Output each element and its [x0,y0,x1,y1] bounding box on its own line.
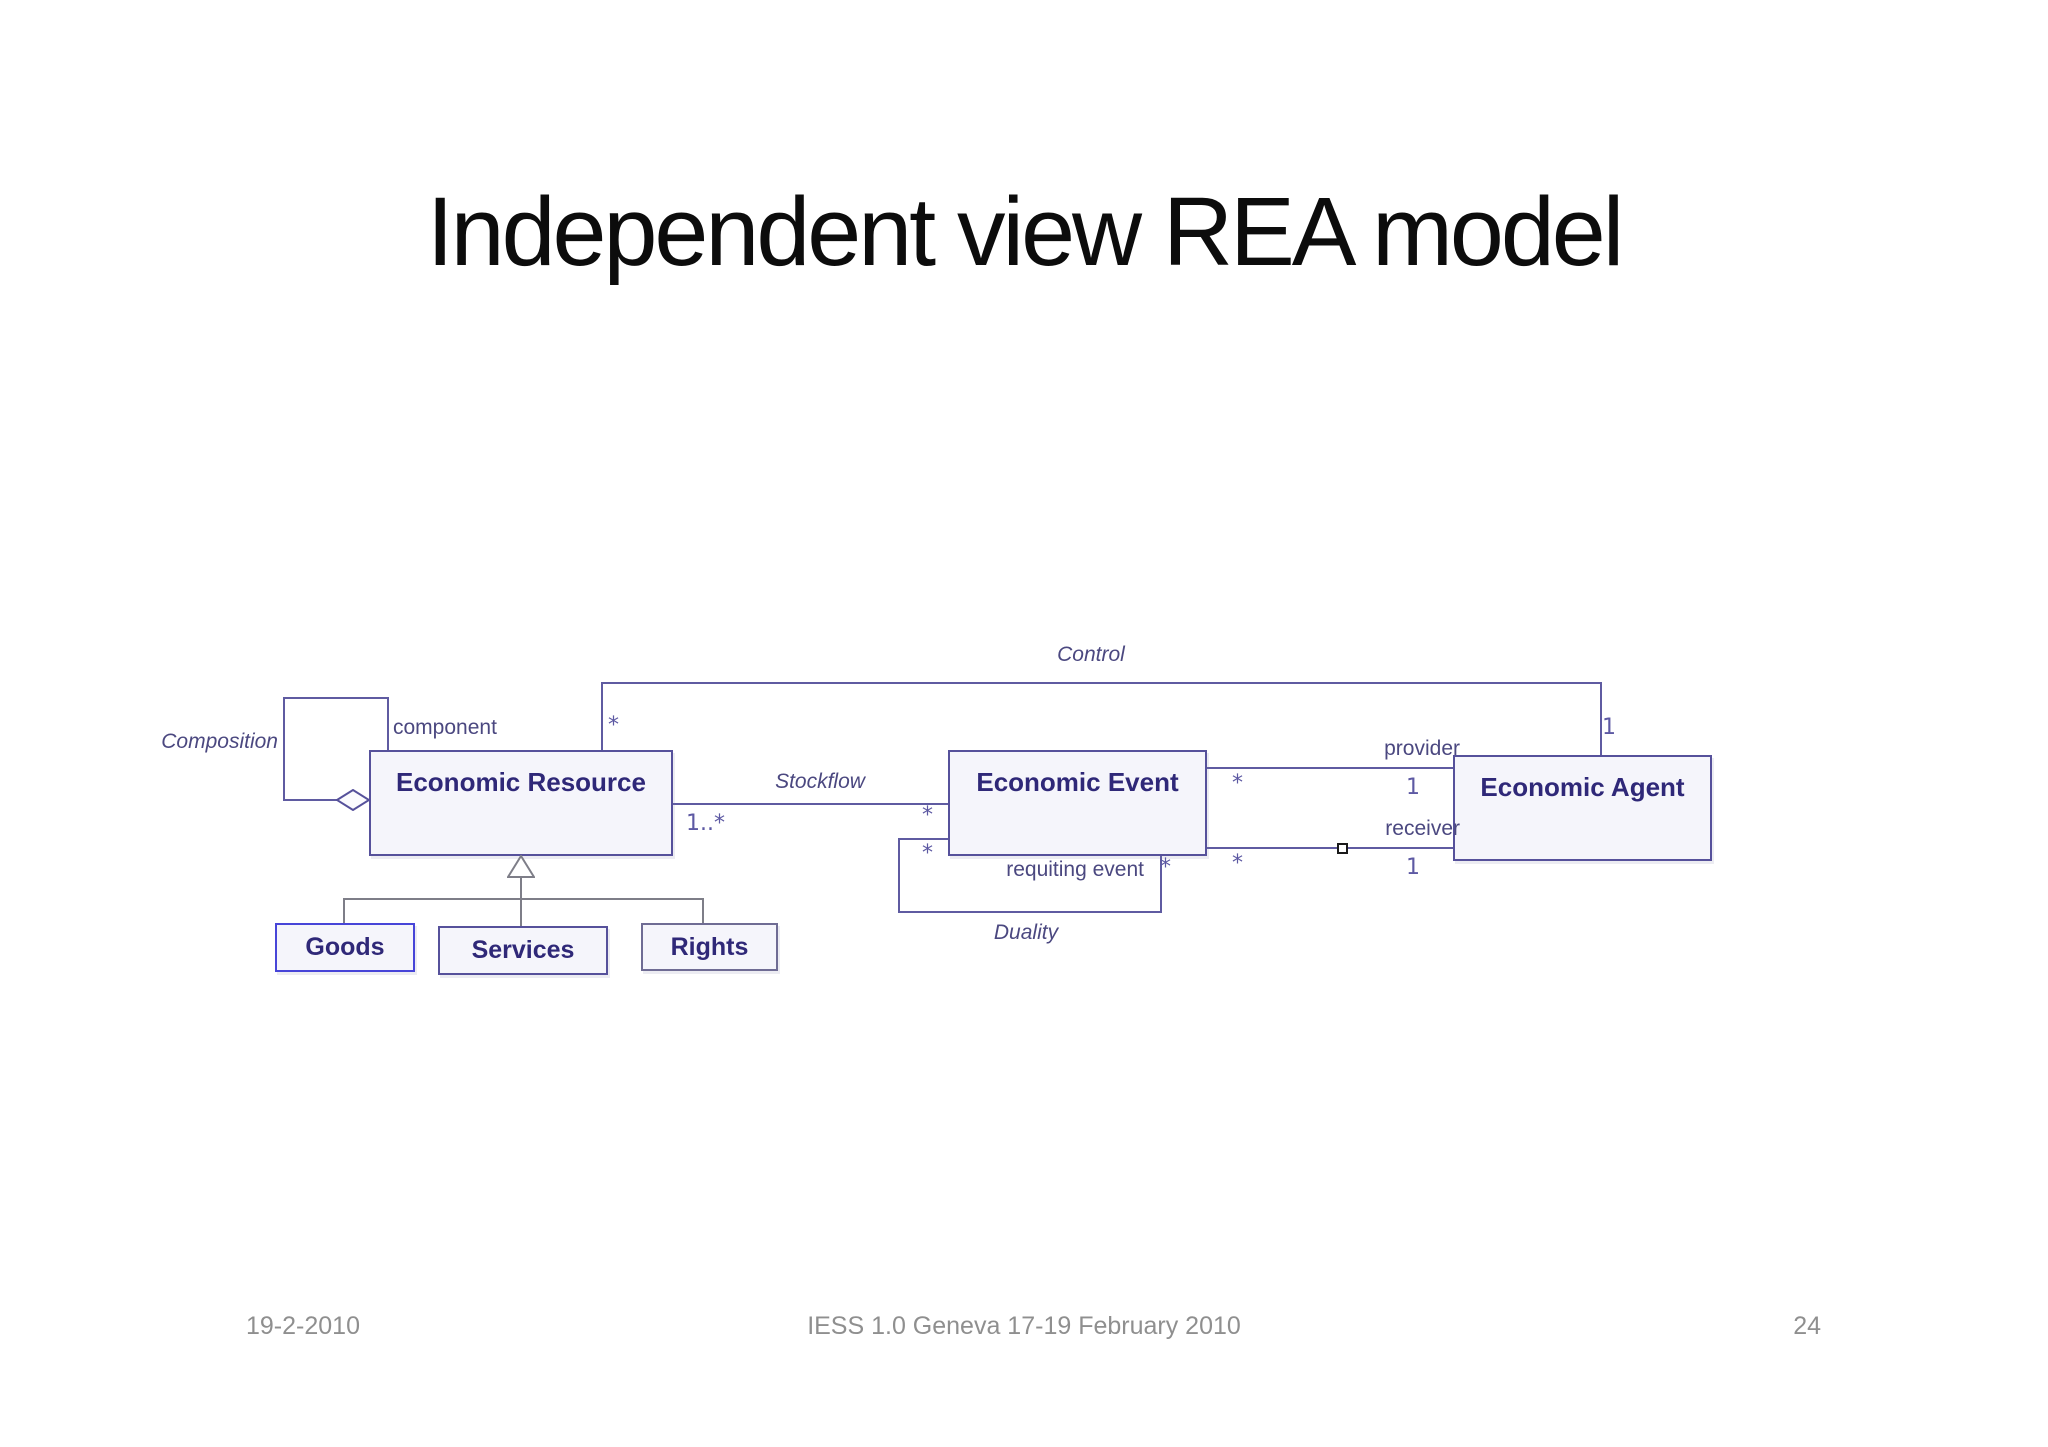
generalization-drop-goods [343,898,345,924]
multiplicity-provider-agent: 1 [1406,775,1420,800]
stockflow-association-line [673,803,950,805]
association-label-stockflow: Stockflow [775,770,865,793]
control-association-line-right-vertical [1600,682,1602,757]
receiver-association-line [1207,847,1455,849]
class-name-services: Services [471,936,575,964]
class-name-economic-agent: Economic Agent [1480,772,1685,802]
footer-date: 19-2-2010 [246,1312,360,1340]
association-label-control: Control [1057,643,1125,666]
footer-venue: IESS 1.0 Geneva 17-19 February 2010 [807,1312,1241,1340]
class-box-economic-event: Economic Event [948,750,1207,856]
class-name-economic-event: Economic Event [976,767,1179,797]
multiplicity-provider-event: * [1232,771,1243,796]
generalization-trunk-line [520,876,522,900]
association-label-duality: Duality [993,921,1059,944]
composition-loop-line-top [283,697,389,699]
composition-loop-line-right [387,697,389,752]
role-label-requiting-event: requiting event [1006,858,1144,881]
generalization-drop-services [520,898,522,928]
composition-loop-line-left [283,697,285,801]
provider-association-line [1207,767,1455,769]
aggregation-diamond-icon [336,789,370,811]
multiplicity-stockflow-resource: 1..* [686,811,725,836]
class-name-economic-resource: Economic Resource [396,767,646,797]
role-label-provider: provider [1384,737,1460,760]
class-box-services: Services [438,926,608,975]
multiplicity-control-resource: * [608,713,619,738]
slide-title: Independent view REA model [426,177,1625,286]
class-box-economic-resource: Economic Resource [369,750,673,856]
multiplicity-duality-right: * [1160,855,1171,880]
generalization-drop-rights [702,898,704,924]
class-box-goods: Goods [275,923,415,972]
control-association-line-left-vertical [601,682,603,750]
composition-loop-line-bottom [283,799,341,801]
class-box-economic-agent: Economic Agent [1453,755,1712,861]
class-box-rights: Rights [641,923,778,971]
control-association-line-horizontal [601,682,1602,684]
class-name-goods: Goods [305,933,385,961]
multiplicity-control-agent: 1 [1602,715,1616,740]
multiplicity-receiver-agent: 1 [1406,855,1420,880]
multiplicity-receiver-event: * [1232,851,1243,876]
generalization-triangle-icon [507,855,535,878]
multiplicity-stockflow-event: * [922,803,933,828]
qualifier-square-icon [1337,843,1348,854]
association-label-composition: Composition [161,730,278,753]
footer-page-number: 24 [1793,1312,1821,1340]
role-label-component: component [393,716,497,739]
role-label-receiver: receiver [1385,817,1460,840]
class-name-rights: Rights [670,932,749,961]
generalization-splitter-line [343,898,704,900]
multiplicity-duality-left: * [922,841,933,866]
